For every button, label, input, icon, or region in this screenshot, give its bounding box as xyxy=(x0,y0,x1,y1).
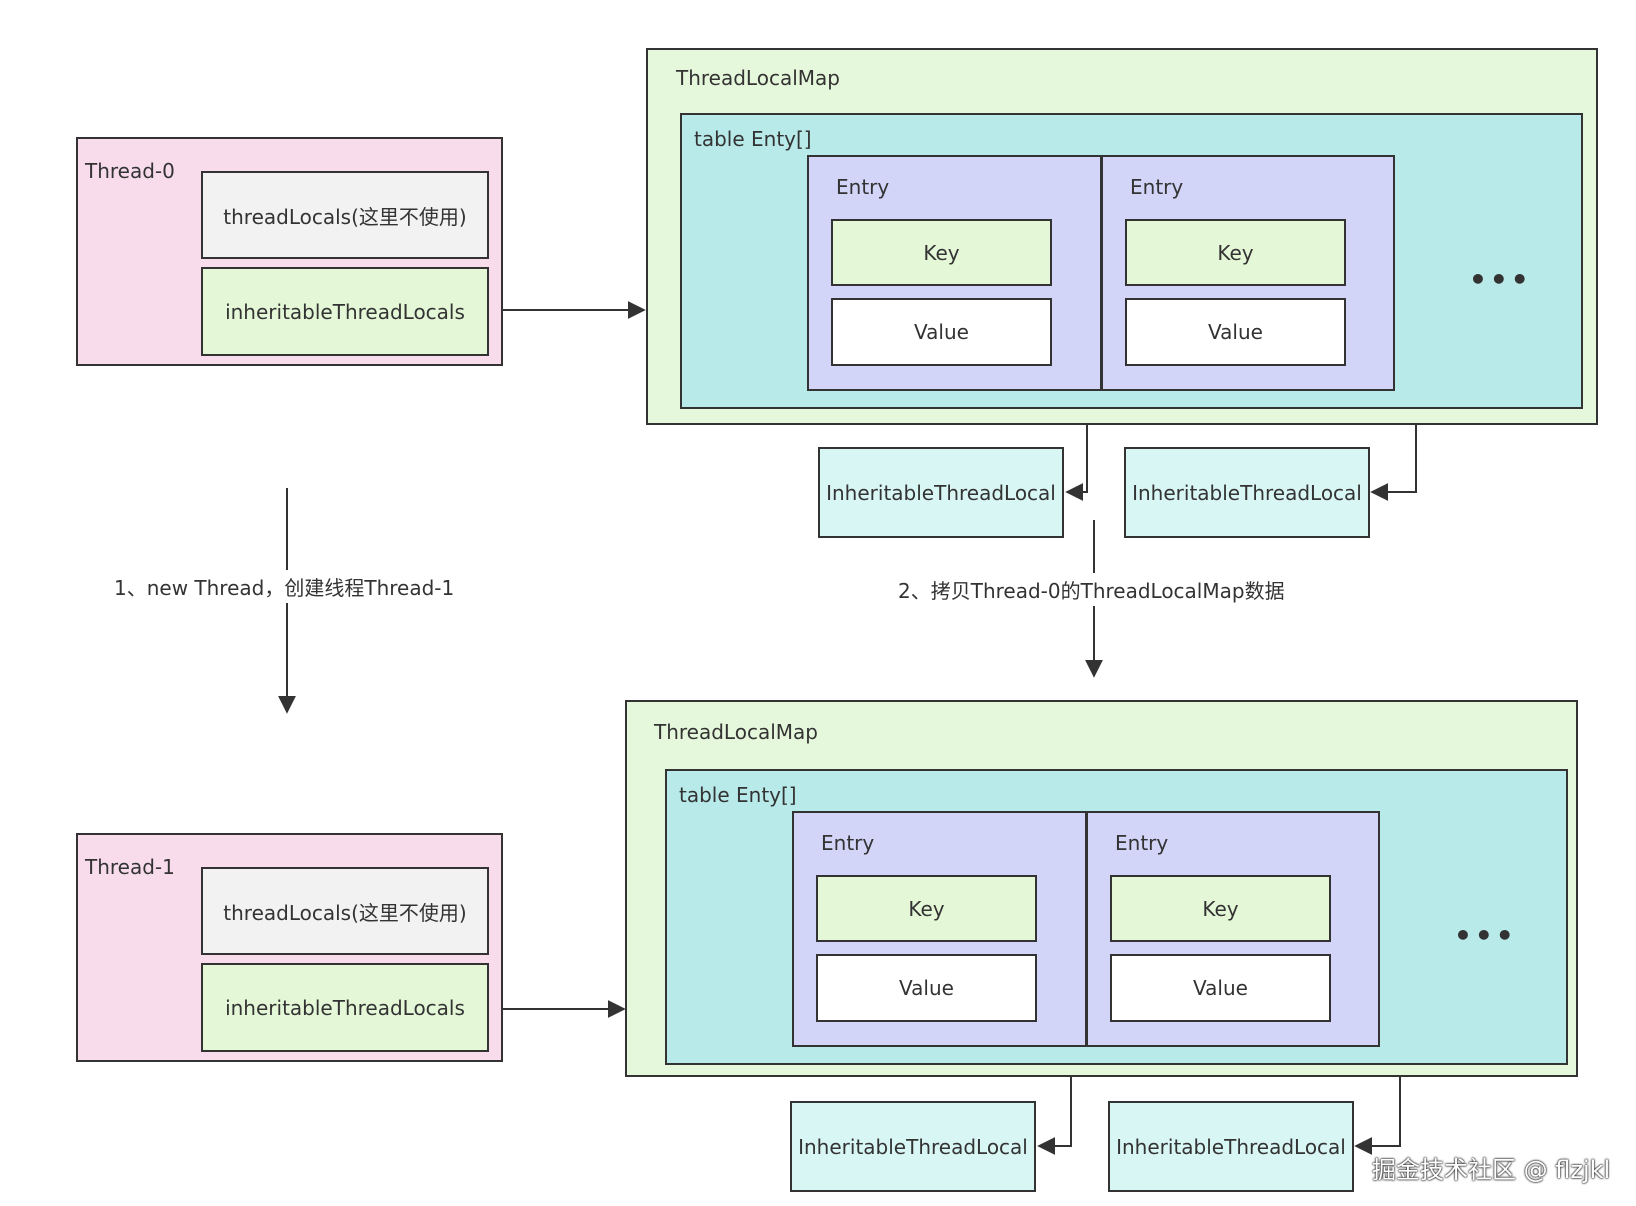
map-top-table: table Enty[] Entry Key Value Entry Key V… xyxy=(680,113,1583,409)
map-top-entry-2: Entry Key Value xyxy=(1101,155,1395,391)
top-itl-2: InheritableThreadLocal xyxy=(1124,447,1370,538)
entry-value: Value xyxy=(1125,298,1346,366)
map-bottom-label: ThreadLocalMap xyxy=(654,720,818,744)
step2-label: 2、拷贝Thread-0的ThreadLocalMap数据 xyxy=(894,573,1289,606)
thread0-threadlocals: threadLocals(这里不使用) xyxy=(201,171,489,259)
ellipsis-icon: ••• xyxy=(1469,263,1532,296)
map-top-label: ThreadLocalMap xyxy=(676,66,840,90)
thread1-label: Thread-1 xyxy=(85,855,175,879)
entry-key: Key xyxy=(1110,875,1331,942)
entry-value: Value xyxy=(831,298,1052,366)
map-bottom-table: table Enty[] Entry Key Value Entry Key V… xyxy=(665,769,1568,1065)
thread1-threadlocals: threadLocals(这里不使用) xyxy=(201,867,489,955)
entry-key: Key xyxy=(816,875,1037,942)
step1-label: 1、new Thread，创建线程Thread-1 xyxy=(110,570,459,603)
entry-key: Key xyxy=(1125,219,1346,286)
map-bottom-entry-2: Entry Key Value xyxy=(1086,811,1380,1047)
ellipsis-icon: ••• xyxy=(1454,919,1517,952)
map-top-table-label: table Enty[] xyxy=(694,127,812,151)
watermark: 掘金技术社区 @ flzjkl xyxy=(1372,1156,1611,1184)
entry-key: Key xyxy=(831,219,1052,286)
map-bottom-entry-1: Entry Key Value xyxy=(792,811,1087,1047)
map-bottom: ThreadLocalMap table Enty[] Entry Key Va… xyxy=(625,700,1578,1077)
thread1-inheritable: inheritableThreadLocals xyxy=(201,963,489,1052)
map-top: ThreadLocalMap table Enty[] Entry Key Va… xyxy=(646,48,1598,425)
thread0-box: Thread-0 threadLocals(这里不使用) inheritable… xyxy=(76,137,503,366)
entry-label: Entry xyxy=(821,831,875,855)
thread0-label: Thread-0 xyxy=(85,159,175,183)
bottom-itl-1: InheritableThreadLocal xyxy=(790,1101,1036,1192)
bottom-itl-2: InheritableThreadLocal xyxy=(1108,1101,1354,1192)
entry-value: Value xyxy=(1110,954,1331,1022)
thread0-inheritable: inheritableThreadLocals xyxy=(201,267,489,356)
entry-value: Value xyxy=(816,954,1037,1022)
entry-label: Entry xyxy=(1115,831,1169,855)
entry-label: Entry xyxy=(1130,175,1184,199)
top-itl-1: InheritableThreadLocal xyxy=(818,447,1064,538)
thread1-box: Thread-1 threadLocals(这里不使用) inheritable… xyxy=(76,833,503,1062)
map-bottom-table-label: table Enty[] xyxy=(679,783,797,807)
entry-label: Entry xyxy=(836,175,890,199)
map-top-entry-1: Entry Key Value xyxy=(807,155,1102,391)
